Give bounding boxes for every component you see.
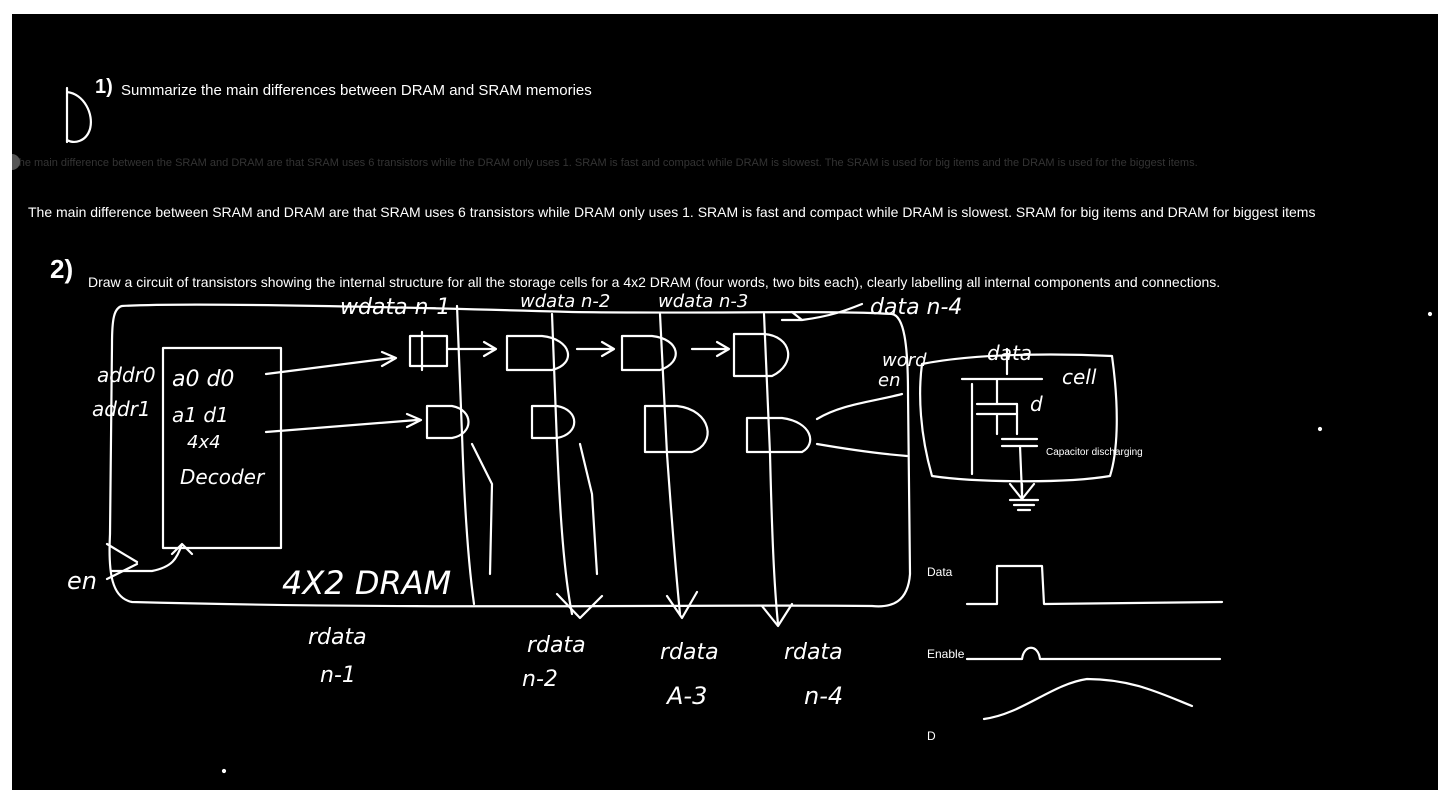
wdata-label-1: wdata n-2	[520, 291, 610, 312]
decoder-output-0: a0 d0	[172, 367, 234, 392]
waveform-enable	[965, 646, 1222, 661]
rdata-label-2: rdata	[660, 640, 719, 665]
rdata-label-1: rdata	[527, 633, 586, 658]
rdata-sub-3: n-4	[804, 682, 843, 710]
q2-number: 2)	[50, 254, 74, 284]
decoder-name-0: 4x4	[187, 432, 221, 453]
cell-word-label: word	[882, 350, 927, 371]
decoder-input-0: addr0	[97, 363, 156, 387]
block-title: 4X2 DRAM	[282, 564, 451, 602]
handwritten-circuit-sketch: wdata n-1 wdata n-2 wdata n-3 data n-4 a…	[65, 86, 1433, 774]
rdata-label-3: rdata	[784, 640, 843, 665]
rdata-sub-0: n-1	[320, 663, 356, 688]
whiteboard-canvas[interactable]: 1) Summarize the main differences betwee…	[12, 14, 1438, 790]
cell-label: cell	[1062, 365, 1097, 389]
margin-mark-d-icon	[65, 86, 92, 144]
q2-prompt: Draw a circuit of transistors showing th…	[88, 274, 1221, 290]
dram-cell-outline	[919, 353, 1118, 483]
capacitor-note: Capacitor discharging	[1046, 447, 1143, 458]
waveform-d	[982, 677, 1194, 721]
wdata-label-3: data n-4	[870, 295, 962, 320]
q1-answer[interactable]: The main difference between SRAM and DRA…	[28, 204, 1316, 220]
decoder-output-1: a1 d1	[172, 403, 229, 427]
wordline-0-arrow	[264, 350, 398, 376]
enable-label: en	[67, 567, 97, 595]
q1-number: 1)	[95, 76, 113, 98]
waveform-label-enable: Enable	[927, 647, 965, 661]
wdata-label-0: wdata n-1	[340, 295, 450, 320]
decoder-name-1: Decoder	[180, 465, 266, 489]
cell-enable-label: en	[878, 370, 900, 391]
rdata-sub-2: A-3	[665, 682, 707, 710]
cell-d-label: d	[1030, 392, 1043, 416]
dram-block-outline	[108, 303, 912, 608]
q1-faded-answer: The main difference between the SRAM and…	[12, 157, 1198, 169]
cell-data-label: data	[987, 341, 1032, 365]
rdata-sub-1: n-2	[522, 667, 558, 692]
decoder-box	[161, 346, 283, 550]
rdata-label-0: rdata	[308, 625, 367, 650]
wordline-1-arrow	[264, 412, 423, 434]
q1-prompt: Summarize the main differences between D…	[121, 82, 592, 99]
waveform-label-data: Data	[927, 565, 953, 579]
selection-handle[interactable]	[12, 154, 20, 170]
decoder-input-1: addr1	[92, 397, 151, 421]
waveform-label-d: D	[927, 729, 936, 743]
waveform-data	[965, 564, 1224, 606]
wdata-label-2: wdata n-3	[658, 291, 748, 312]
